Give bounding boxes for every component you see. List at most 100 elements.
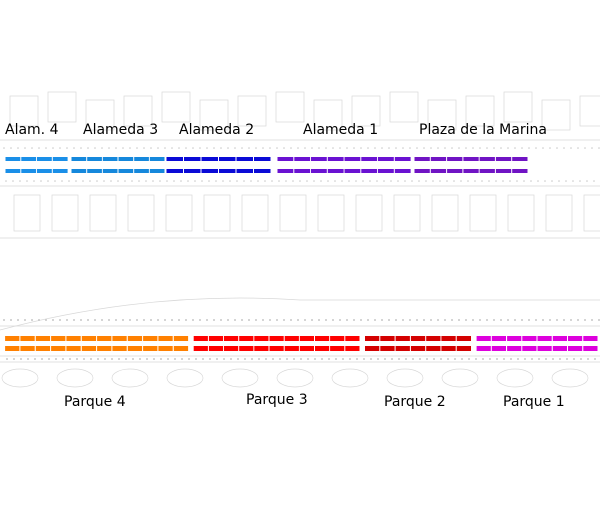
- segment-parque-3: [299, 346, 314, 351]
- segment-alam-4: [37, 169, 52, 173]
- segment-alameda-2: [184, 157, 201, 161]
- segment-alam-4: [21, 157, 37, 161]
- segment-alam-4: [21, 169, 37, 173]
- segment-alameda-2: [254, 169, 271, 173]
- segment-alameda-2: [254, 157, 271, 161]
- segment-parque-4: [143, 336, 158, 341]
- segment-parque-4: [158, 336, 173, 341]
- segment-alam-4: [37, 157, 52, 161]
- segment-alameda-1: [327, 169, 344, 173]
- segment-parque-3: [254, 346, 269, 351]
- label-alameda-3: Alameda 3: [83, 122, 159, 138]
- segment-parque-4: [51, 346, 66, 351]
- segment-alam-4: [5, 169, 21, 173]
- segment-parque-2: [426, 346, 441, 351]
- segment-plaza-de-la-marina: [512, 169, 528, 173]
- segment-parque-3: [239, 346, 254, 351]
- label-parque-3: Parque 3: [246, 392, 308, 408]
- segment-alameda-1: [394, 169, 411, 173]
- label-parque-2: Parque 2: [384, 394, 446, 410]
- segment-parque-3: [224, 336, 239, 341]
- segment-parque-4: [112, 336, 127, 341]
- segment-alameda-3: [102, 169, 118, 173]
- segment-parque-1: [552, 336, 567, 341]
- segment-parque-4: [112, 346, 127, 351]
- segment-parque-4: [173, 336, 189, 341]
- segment-alameda-2: [219, 157, 236, 161]
- segment-parque-3: [284, 336, 299, 341]
- segment-parque-3: [224, 346, 239, 351]
- segment-parque-3: [315, 336, 330, 341]
- segment-parque-3: [269, 336, 284, 341]
- segment-alameda-3: [102, 157, 118, 161]
- segment-parque-4: [97, 336, 112, 341]
- segment-parque-3: [299, 336, 314, 341]
- segment-alameda-1: [361, 157, 378, 161]
- segment-parque-4: [81, 336, 97, 341]
- segment-parque-2: [426, 336, 441, 341]
- segment-parque-4: [143, 346, 158, 351]
- segment-alameda-1: [361, 169, 378, 173]
- segment-parque-4: [35, 346, 51, 351]
- segment-plaza-de-la-marina: [414, 169, 430, 173]
- segment-parque-3: [330, 336, 345, 341]
- label-alameda-2: Alameda 2: [179, 122, 255, 138]
- segment-alameda-1: [277, 157, 294, 161]
- segment-parque-2: [380, 346, 395, 351]
- segment-alameda-3: [118, 157, 134, 161]
- segment-parque-1: [507, 346, 522, 351]
- plan-lines: [0, 91, 600, 388]
- segment-parque-1: [491, 346, 506, 351]
- segment-alam-4: [52, 169, 68, 173]
- segment-parque-2: [441, 346, 456, 351]
- segment-parque-4: [51, 336, 66, 341]
- segment-parque-1: [491, 336, 506, 341]
- trees: [3, 147, 600, 360]
- segment-alameda-1: [311, 169, 327, 173]
- segment-alameda-3: [71, 157, 87, 161]
- label-plaza-de-la-marina: Plaza de la Marina: [419, 122, 547, 138]
- segment-parque-4: [66, 346, 81, 351]
- segment-parque-1: [522, 336, 537, 341]
- segment-parque-2: [441, 336, 456, 341]
- segment-parque-3: [254, 336, 269, 341]
- segment-alameda-2: [219, 169, 236, 173]
- segment-alameda-3: [149, 157, 165, 161]
- segment-plaza-de-la-marina: [447, 169, 463, 173]
- segment-parque-3: [239, 336, 254, 341]
- segment-parque-1: [552, 346, 567, 351]
- segment-parque-1: [507, 336, 522, 341]
- segment-parque-1: [537, 336, 552, 341]
- segment-alameda-1: [277, 169, 294, 173]
- segment-parque-3: [193, 346, 208, 351]
- segment-alameda-1: [378, 157, 394, 161]
- segment-alameda-2: [184, 169, 201, 173]
- segment-parque-2: [365, 346, 380, 351]
- segment-parque-2: [380, 336, 395, 341]
- segment-alameda-2: [201, 169, 218, 173]
- segment-parque-3: [284, 346, 299, 351]
- segment-alameda-2: [166, 157, 183, 161]
- segment-alameda-2: [201, 157, 218, 161]
- segment-alameda-3: [118, 169, 134, 173]
- segment-plaza-de-la-marina: [447, 157, 463, 161]
- segment-parque-1: [583, 336, 598, 341]
- segment-parque-3: [269, 346, 284, 351]
- segment-parque-3: [345, 336, 360, 341]
- segment-parque-1: [522, 346, 537, 351]
- segment-parque-4: [35, 336, 51, 341]
- segment-parque-2: [410, 336, 426, 341]
- segment-alameda-3: [71, 169, 87, 173]
- segment-parque-3: [208, 346, 224, 351]
- segment-parque-2: [410, 346, 426, 351]
- segment-parque-2: [365, 336, 380, 341]
- segment-alameda-1: [394, 157, 411, 161]
- segment-parque-1: [583, 346, 598, 351]
- segment-plaza-de-la-marina: [463, 157, 479, 161]
- segment-parque-4: [20, 346, 35, 351]
- segment-alameda-1: [294, 169, 311, 173]
- segment-parque-4: [5, 336, 20, 341]
